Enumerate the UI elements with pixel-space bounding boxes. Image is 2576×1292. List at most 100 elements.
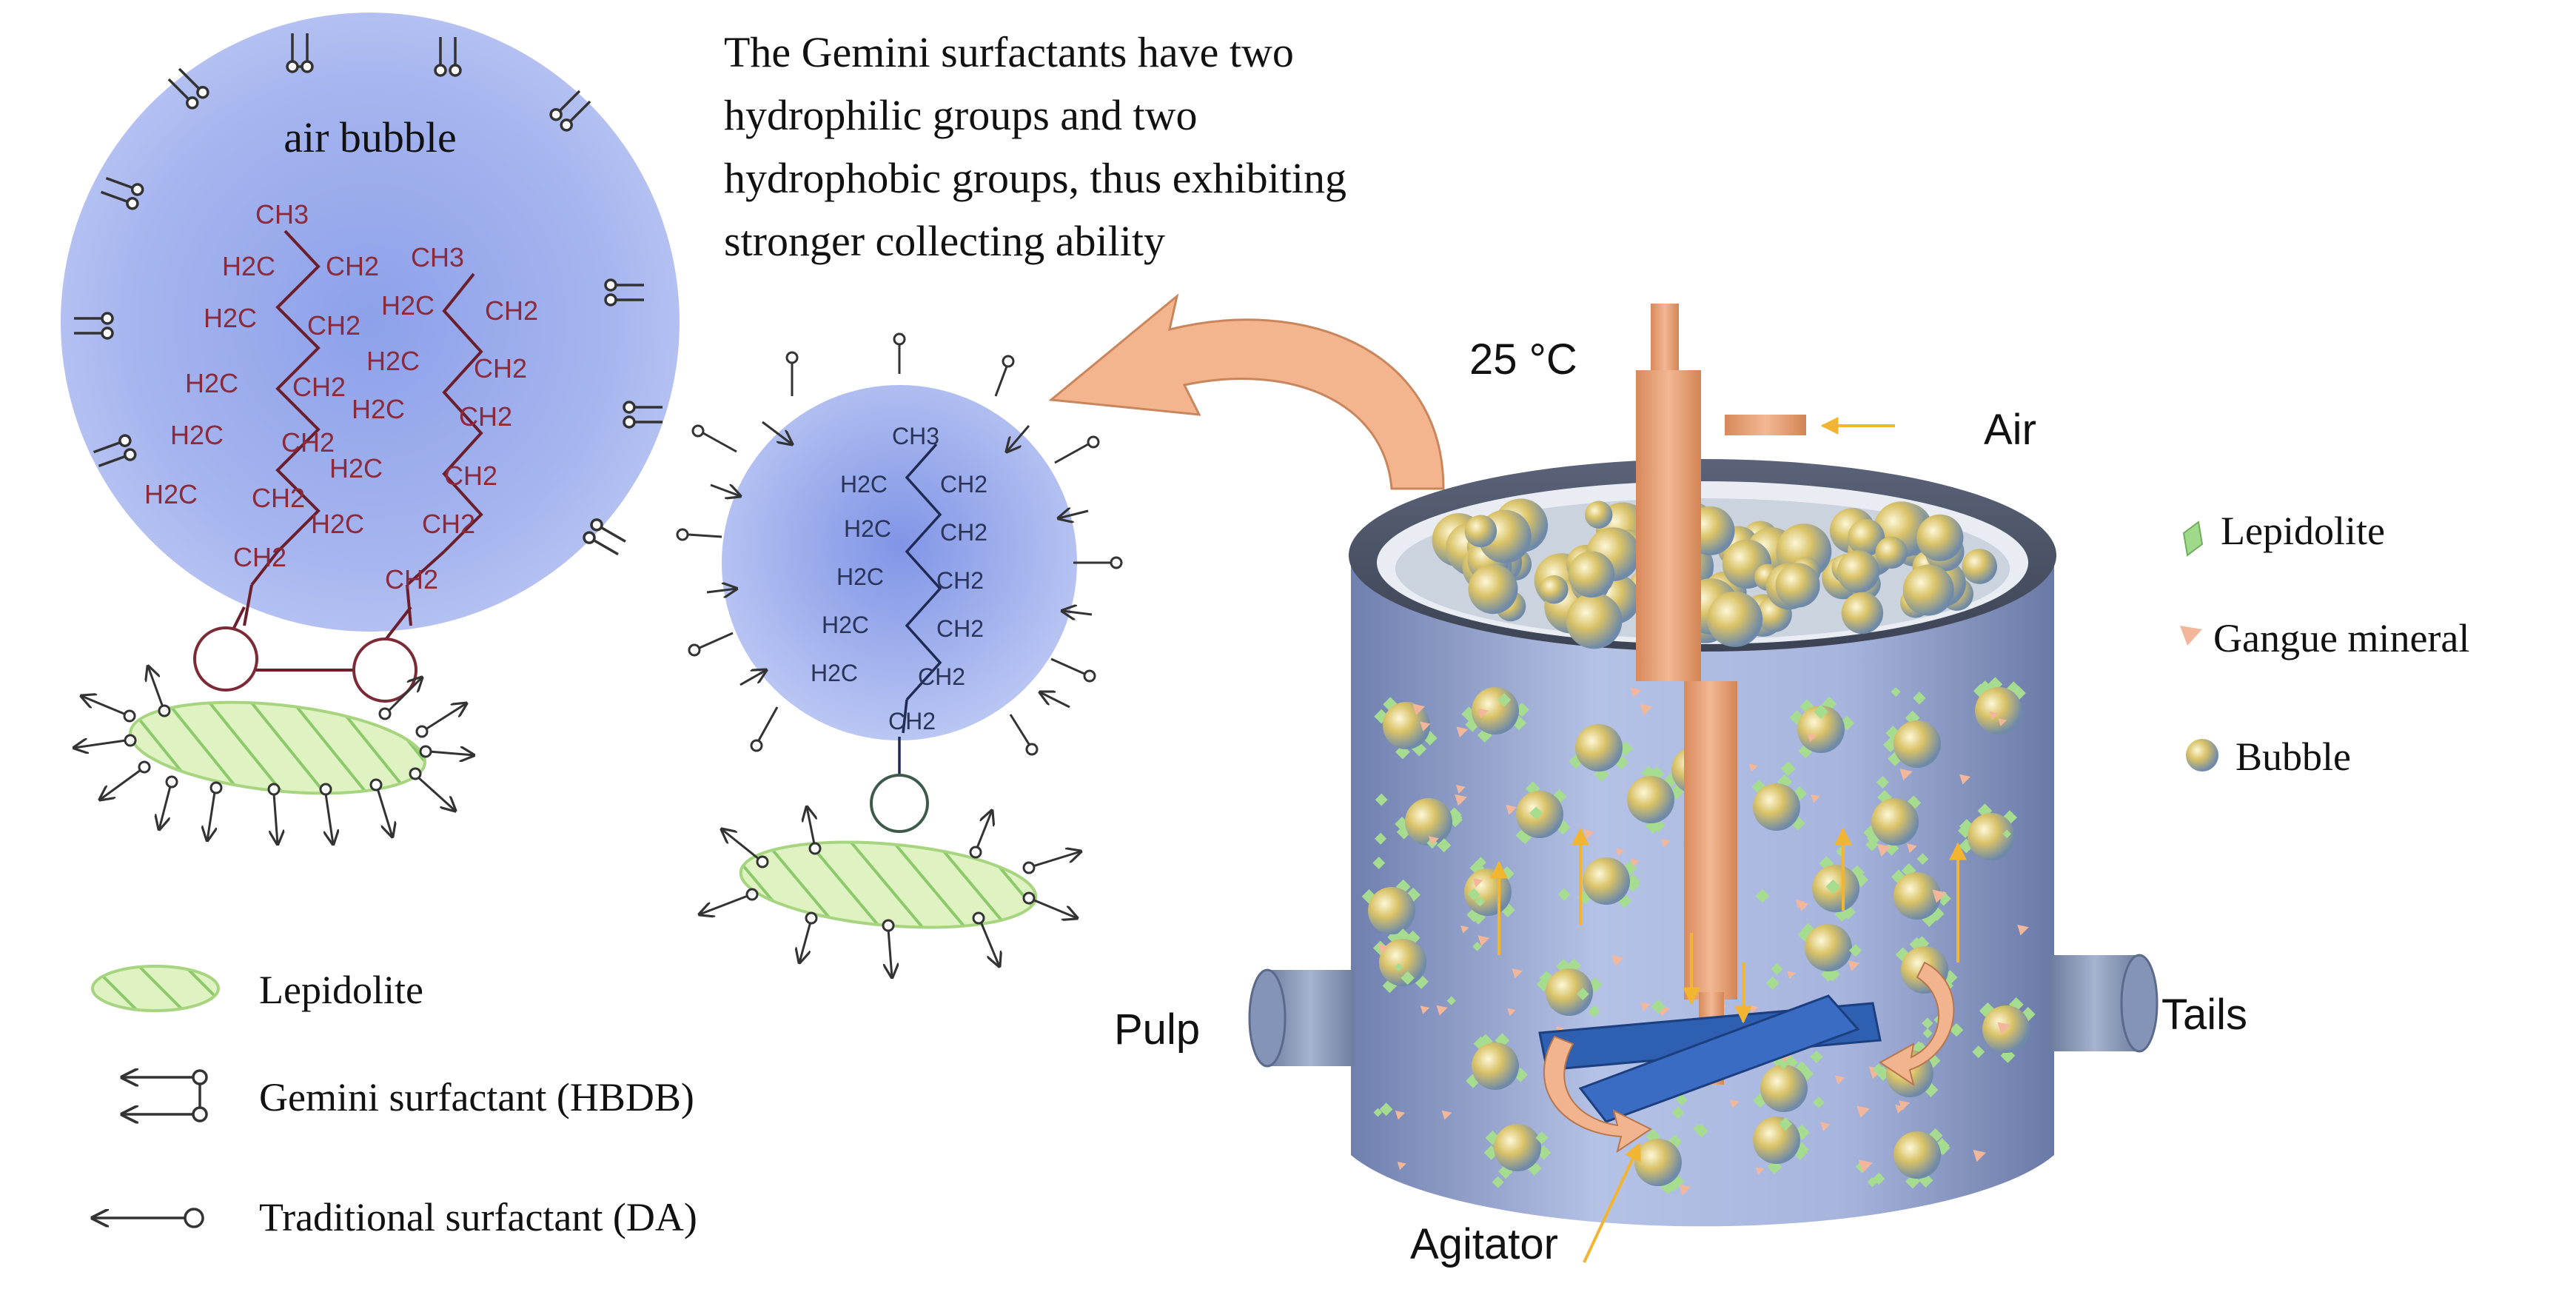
svg-text:CH2: CH2: [485, 295, 538, 326]
svg-text:hydrophobic groups, thus exhib: hydrophobic groups, thus exhibiting: [724, 154, 1346, 202]
froth-bubble: [1468, 564, 1518, 615]
svg-text:CH3: CH3: [411, 242, 464, 272]
air-inlet-pipe: [1725, 415, 1806, 435]
gemini-headgroup-a: [193, 626, 258, 692]
lepidolite-particle: [1475, 896, 1486, 907]
gemini-chain-labels: CH3 H2C CH2 H2C CH2 H2C CH2 H2C CH2 H2C …: [144, 199, 538, 595]
lepidolite-particle: [1922, 1028, 1933, 1039]
da-chain-labels: CH3 H2C CH2 H2C CH2 H2C CH2 H2C CH2 H2C …: [811, 423, 987, 734]
gangue-particle: [1973, 1149, 1987, 1162]
froth-bubble: [1775, 563, 1820, 608]
svg-text:H2C: H2C: [844, 515, 891, 542]
svg-text:CH2: CH2: [281, 427, 335, 458]
gangue-particle: [1820, 1122, 1831, 1131]
lepidolite-particle: [1535, 1131, 1549, 1145]
gangue-particle: [1787, 971, 1796, 980]
gangue-particle: [1834, 1075, 1845, 1085]
gangue-particle: [1477, 708, 1489, 718]
gangue-particle: [1460, 926, 1469, 934]
gangue-particle: [1477, 935, 1490, 946]
gemini-chain-a: [243, 230, 321, 626]
agitator-label: Agitator: [1410, 1220, 1558, 1268]
lepidolite-particle: [1373, 1108, 1383, 1117]
gangue-particle: [1397, 1161, 1406, 1171]
froth-bubble: [1540, 575, 1569, 604]
svg-text:CH3: CH3: [255, 199, 309, 230]
svg-text:H2C: H2C: [836, 563, 884, 590]
flow-arrows: [1490, 417, 1967, 1263]
air-bubble-small: [722, 385, 1077, 740]
svg-text:CH2: CH2: [459, 401, 512, 432]
svg-text:Bubble: Bubble: [2235, 734, 2351, 779]
froth-bubble: [1837, 550, 1880, 593]
pulp-bubble: [1789, 696, 1854, 759]
lepidolite-particle: [1916, 853, 1929, 866]
lepidolite-particle: [1379, 1102, 1393, 1117]
gangue-particle: [1472, 878, 1483, 888]
lepidolite-particle: [1576, 988, 1589, 1000]
lepidolite-particle: [1778, 1117, 1793, 1131]
gangue-particle: [1795, 900, 1805, 908]
lepidolite-particle: [1401, 971, 1415, 985]
gangue-particle: [1959, 774, 1971, 785]
collector-arrows-left: [74, 666, 474, 844]
svg-text:Gangue mineral: Gangue mineral: [2213, 616, 2469, 660]
air-label: Air: [1984, 406, 2036, 454]
gangue-particle: [2017, 924, 2029, 936]
gangue-particle: [1807, 733, 1817, 743]
gangue-particle: [1997, 1022, 2011, 1035]
lepidolite-particle: [1872, 1063, 1885, 1076]
svg-text:The Gemini surfactants have tw: The Gemini surfactants have two: [724, 28, 1294, 76]
lepidolite-particle: [1922, 1017, 1933, 1029]
svg-text:stronger collecting ability: stronger collecting ability: [724, 217, 1165, 265]
lepidolite-particle: [1492, 1176, 1504, 1188]
svg-text:CH2: CH2: [936, 567, 984, 594]
temperature-label: 25 °C: [1469, 335, 1577, 384]
collector-arrows-mid: [700, 807, 1081, 977]
svg-text:H2C: H2C: [204, 303, 257, 333]
gangue-particle: [1611, 955, 1624, 967]
gemini-bubble-group: air bubble CH3 H2C CH2 H2C CH2 H2C CH2 H…: [61, 13, 680, 844]
gangue-particle: [1755, 1167, 1765, 1175]
stator-sleeve: [1636, 370, 1701, 681]
da-headgroup: [870, 774, 929, 833]
svg-text:CH2: CH2: [888, 708, 936, 734]
svg-text:CH2: CH2: [936, 615, 984, 642]
gangue-particle: [1640, 1002, 1651, 1012]
lepidolite-particle: [1372, 857, 1386, 869]
air-bubble-label: air bubble: [284, 113, 457, 161]
legend-item-bubble: Bubble: [2186, 734, 2351, 779]
froth-bubble: [1566, 592, 1623, 649]
gangue-particle: [1615, 848, 1625, 857]
pulp-bubble: [1973, 677, 2026, 734]
pulp-bubble: [1891, 863, 1951, 927]
froth-bubble: [1568, 551, 1615, 598]
froth-bubble: [1585, 501, 1613, 529]
gangue-particle: [1428, 836, 1439, 846]
da-bubble-arrows: [706, 421, 1093, 709]
gangue-particle: [1378, 944, 1389, 954]
legend-item-gangue: Gangue mineral: [2180, 616, 2469, 660]
pulp-port: [1248, 968, 1355, 1068]
gangue-particle: [1412, 703, 1425, 715]
gangue-particle: [1420, 721, 1431, 732]
pulp-bubble: [1466, 1033, 1528, 1090]
flotation-cell: 25 °C: [1114, 304, 2247, 1268]
gangue-particle: [1899, 1100, 1911, 1111]
svg-text:hydrophilic groups and two: hydrophilic groups and two: [724, 91, 1198, 139]
lepidolite-particle: [1972, 1045, 1985, 1059]
svg-text:Lepidolite: Lepidolite: [259, 968, 423, 1012]
froth-bubble: [1916, 514, 1964, 561]
svg-text:CH2: CH2: [233, 542, 286, 572]
svg-text:H2C: H2C: [811, 660, 858, 686]
svg-text:CH2: CH2: [474, 353, 527, 384]
gangue-particle: [1630, 687, 1642, 698]
pulp-bubble: [1751, 774, 1807, 831]
rotation-arrow-left: [1543, 1035, 1652, 1154]
froth-bubble: [1848, 519, 1885, 556]
gangue-particle: [1420, 1005, 1430, 1014]
svg-text:H2C: H2C: [144, 479, 198, 509]
lepidolite-particle: [1475, 857, 1486, 868]
pulp-contents: [1361, 677, 2036, 1196]
svg-text:CH2: CH2: [422, 509, 475, 539]
